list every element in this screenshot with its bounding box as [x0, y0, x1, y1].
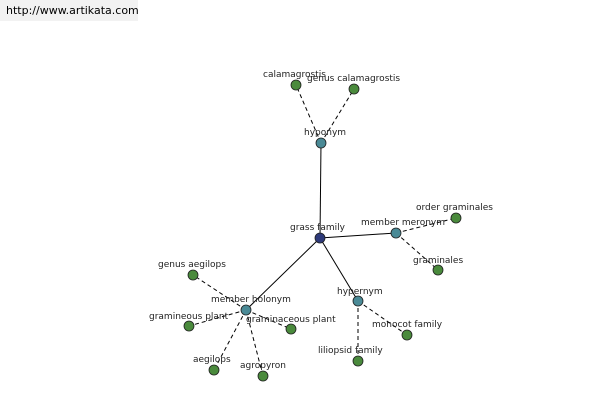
edge-member-holonym-agropyron	[245, 309, 264, 377]
root-node-grass-family[interactable]	[314, 232, 326, 244]
term-label-agropyron: agropyron	[240, 361, 286, 371]
term-node-monocot-family[interactable]	[401, 329, 413, 341]
graph-edges	[188, 84, 457, 377]
edge-root-hypernym	[319, 237, 359, 302]
source-banner: http://www.artikata.com	[0, 0, 139, 21]
term-label-liliopsid-family: liliopsid family	[318, 346, 383, 356]
term-node-order-graminales[interactable]	[450, 212, 462, 224]
edge-root-member-holonym	[245, 237, 321, 311]
relation-node-hypernym[interactable]	[352, 295, 364, 307]
relation-label-hypernym: hypernym	[337, 287, 383, 297]
source-link[interactable]: http://www.artikata.com	[6, 4, 139, 17]
term-label-genus-aegilops: genus aegilops	[158, 260, 226, 270]
term-label-gramineous-plant: gramineous plant	[149, 312, 229, 322]
term-node-liliopsid-family[interactable]	[352, 355, 364, 367]
term-label-order-graminales: order graminales	[416, 203, 493, 213]
relation-label-member-holonym: member holonym	[211, 295, 291, 305]
graph-nodes	[183, 79, 462, 382]
term-label-aegilops: aegilops	[193, 355, 231, 365]
edge-hyponym-calamagrostis	[295, 84, 322, 144]
relation-label-member-meronym: member meronym	[361, 218, 445, 228]
edge-member-holonym-aegilops	[213, 309, 247, 371]
root-label: grass family	[290, 223, 346, 233]
relation-node-member-holonym[interactable]	[240, 304, 252, 316]
edge-member-meronym-order-graminales	[395, 217, 457, 234]
term-node-calamagrostis[interactable]	[290, 79, 302, 91]
edge-hypernym-monocot-family	[357, 300, 408, 336]
term-label-genus-calamagrostis: genus calamagrostis	[307, 74, 400, 84]
term-label-graminales: graminales	[413, 256, 463, 266]
edge-member-meronym-graminales	[395, 232, 439, 271]
term-label-graminaceous-plant: graminaceous plant	[246, 315, 336, 325]
term-node-gramineous-plant[interactable]	[183, 320, 195, 332]
edge-root-hyponym	[319, 142, 322, 239]
relation-node-hyponym[interactable]	[315, 137, 327, 149]
term-node-aegilops[interactable]	[208, 364, 220, 376]
edge-member-holonym-gramineous-plant	[188, 309, 247, 327]
term-node-graminaceous-plant[interactable]	[285, 323, 297, 335]
edge-hyponym-genus-calamagrostis	[320, 88, 355, 144]
relation-node-member-meronym[interactable]	[390, 227, 402, 239]
term-node-genus-aegilops[interactable]	[187, 269, 199, 281]
term-label-monocot-family: monocot family	[372, 320, 443, 330]
relation-label-hyponym: hyponym	[304, 128, 346, 138]
edge-member-holonym-graminaceous-plant	[245, 309, 292, 330]
edge-member-holonym-genus-aegilops	[192, 274, 247, 311]
term-node-genus-calamagrostis[interactable]	[348, 83, 360, 95]
term-label-calamagrostis: calamagrostis	[263, 70, 326, 80]
term-node-agropyron[interactable]	[257, 370, 269, 382]
edge-root-member-meronym	[319, 232, 397, 239]
term-node-graminales[interactable]	[432, 264, 444, 276]
